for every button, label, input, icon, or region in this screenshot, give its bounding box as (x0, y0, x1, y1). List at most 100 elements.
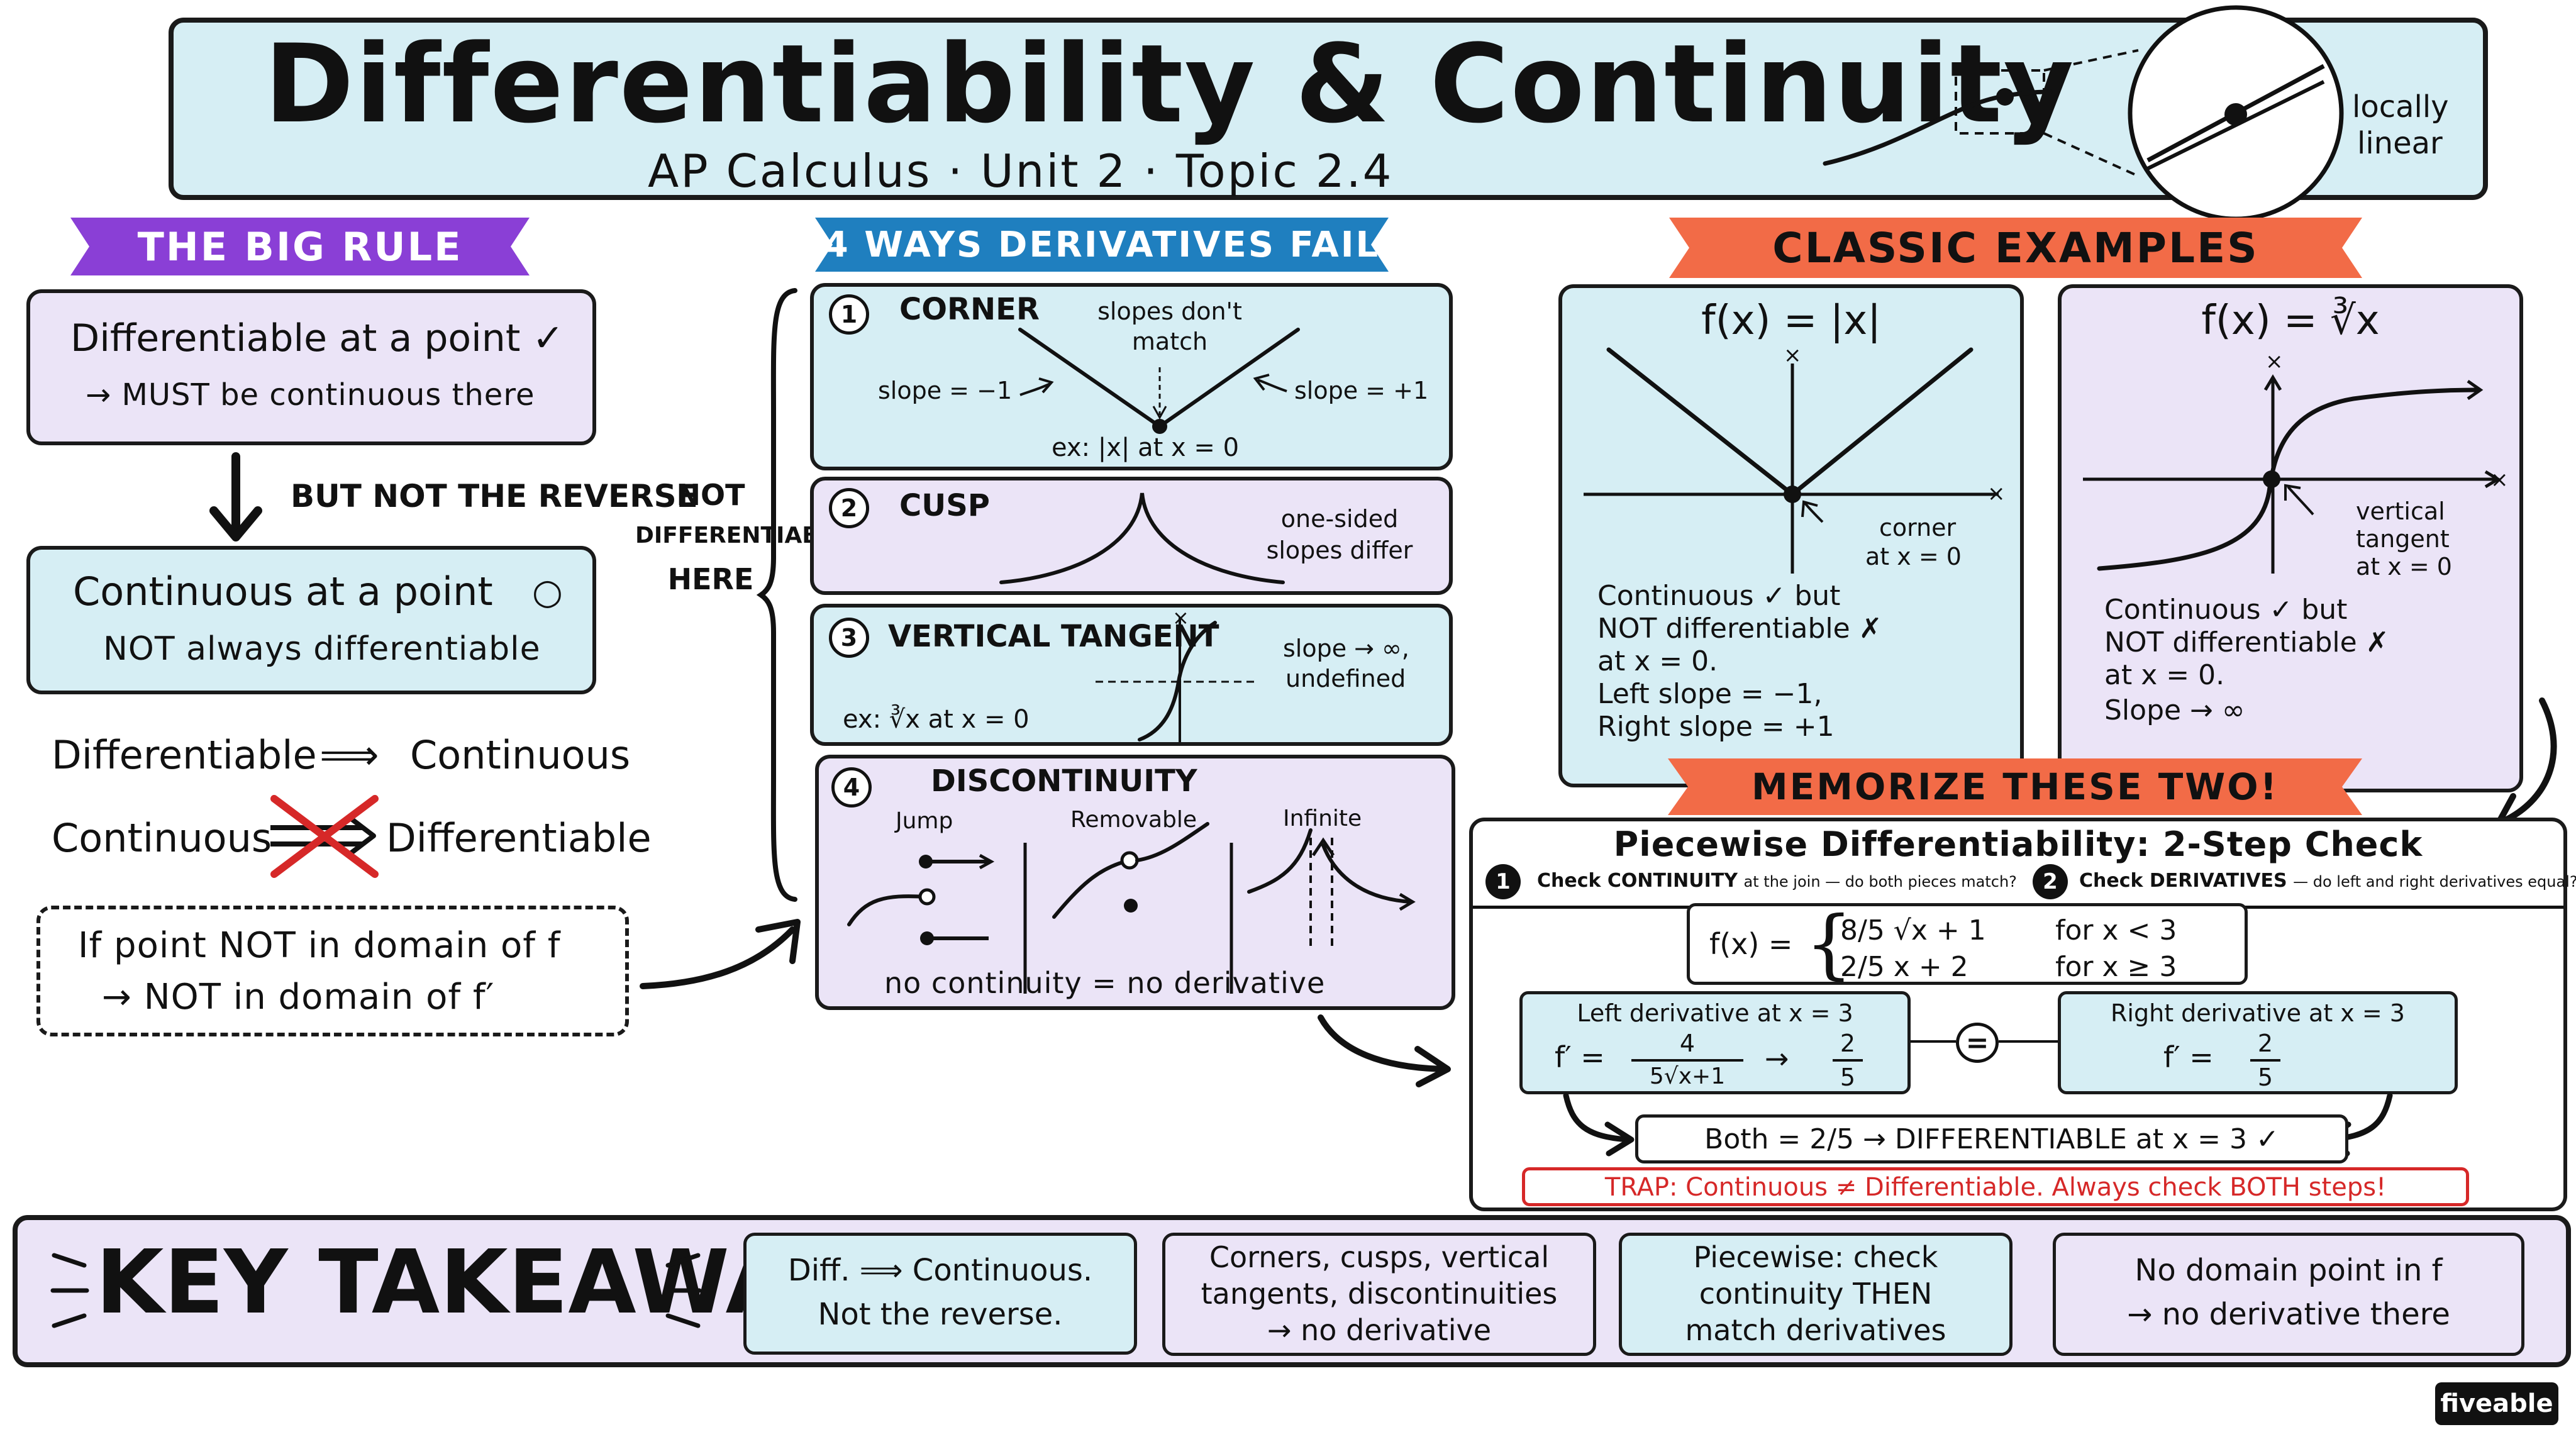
cusp-graph (999, 492, 1285, 584)
page-title: Differentiability & Continuity (264, 21, 2075, 147)
discontinuity-title: DISCONTINUITY (931, 763, 1197, 799)
abs-desc-line2: NOT differentiable ✗ (1597, 613, 1882, 645)
corner-title: CORNER (899, 292, 1040, 327)
not-diff-line3: HERE (667, 562, 754, 596)
abs-annotation-line2: at x = 0 (1865, 543, 1962, 570)
cusp-number: 2 (829, 488, 869, 528)
right-derivative-denominator: 5 (2257, 1063, 2273, 1091)
vertical-tangent-axis-label: × (1172, 606, 1189, 630)
discontinuity-footer: no continuity = no derivative (884, 966, 1326, 1000)
vertical-tangent-note-line2: undefined (1285, 665, 1406, 692)
step1-rest: at the join — do both pieces match? (1743, 873, 2017, 891)
abs-annotation-line1: corner (1879, 514, 1957, 541)
piecewise-brace: { (1805, 901, 1853, 988)
step2-number: 2 (2033, 864, 2068, 899)
curved-arrow-to-piecewise-top (2495, 697, 2557, 832)
corner-number: 1 (829, 294, 869, 335)
implication-left: Differentiable (52, 732, 317, 778)
corner-note-line1: slopes don't (1097, 297, 1242, 325)
trap-text: TRAP: Continuous ≠ Differentiable. Alway… (1604, 1173, 2387, 1202)
takeaway-card-4 (2053, 1233, 2524, 1356)
step2-text: Check DERIVATIVES — do left and right de… (2079, 872, 2576, 891)
differentiable-rule-line2: → MUST be continuous there (86, 377, 535, 413)
left-derivative-numerator: 4 (1679, 1030, 1696, 1057)
corner-note-line2: match (1131, 328, 1208, 355)
vertical-tangent-graph (1096, 618, 1259, 742)
vertical-tangent-number: 3 (829, 618, 869, 658)
piecewise-function-box (1687, 903, 2248, 985)
cusp-note-line2: slopes differ (1266, 536, 1413, 564)
continuous-rule-box (26, 546, 596, 694)
step1-bold: Check CONTINUITY (1537, 870, 1738, 892)
non-implication-right: Differentiable (386, 815, 652, 861)
domain-rule-line2: → NOT in domain of f′ (102, 977, 495, 1018)
right-fraction-bar (2250, 1059, 2280, 1062)
abs-function-label: f(x) = |x| (1701, 297, 1881, 344)
cbrt-y-axis-label: × (2265, 349, 2284, 374)
page-subtitle: AP Calculus · Unit 2 · Topic 2.4 (648, 145, 1394, 197)
header-panel (169, 18, 2488, 200)
takeaway-card-1 (743, 1233, 1137, 1355)
implication-arrow: ⟹ (319, 731, 379, 779)
takeaway-3-line2: continuity THEN (1699, 1277, 1933, 1311)
discontinuity-graphs (847, 822, 1416, 994)
continuous-rule-line2: NOT always differentiable (103, 630, 541, 668)
cbrt-desc-line3: at x = 0. (2104, 659, 2225, 691)
takeaway-3-line1: Piecewise: check (1693, 1240, 1938, 1274)
both-result-text: Both = 2/5 → DIFFERENTIABLE at x = 3 ✓ (1704, 1123, 2279, 1155)
cbrt-desc-line2: NOT differentiable ✗ (2104, 626, 2389, 658)
but-not-reverse: BUT NOT THE REVERSE (291, 478, 698, 514)
open-circle-symbol: ○ (532, 572, 563, 613)
piecewise-piece1: 8/5 √x + 1 (1840, 914, 1986, 947)
abs-desc-line5: Right slope = +1 (1597, 711, 1835, 743)
cbrt-graph (2083, 374, 2501, 574)
cbrt-x-axis-label: × (2490, 467, 2509, 492)
down-arrow (209, 452, 262, 541)
abs-desc-line4: Left slope = −1, (1597, 678, 1823, 710)
right-derivative-fprime: f′ = (2163, 1040, 2214, 1074)
corner-right-slope: slope = +1 (1294, 377, 1429, 404)
abs-desc-line3: at x = 0. (1597, 645, 1718, 677)
infinite-label: Infinite (1283, 806, 1362, 831)
curly-brace (756, 288, 797, 902)
equals-circle: = (1956, 1023, 1999, 1063)
curved-arrow-to-discontinuity (640, 919, 801, 989)
left-derivative-arrow: → (1765, 1041, 1789, 1075)
takeaway-2-line1: Corners, cusps, vertical (1209, 1240, 1550, 1274)
left-fraction-bar (1631, 1059, 1743, 1062)
left-result-denominator: 5 (1840, 1063, 1856, 1091)
left-derivative-denominator: 5√x+1 (1649, 1063, 1726, 1089)
domain-rule-box (36, 906, 629, 1036)
cusp-note-line1: one-sided (1280, 505, 1399, 533)
step1-text: Check CONTINUITY at the join — do both p… (1537, 872, 2017, 891)
ways-banner-shape (815, 218, 1389, 272)
cbrt-desc-line1: Continuous ✓ but (2104, 594, 2348, 626)
domain-rule-line1: If point NOT in domain of f (78, 925, 561, 966)
right-derivative-title: Right derivative at x = 3 (2111, 999, 2405, 1027)
memorize-banner-shape (1668, 758, 2362, 815)
abs-x-axis-label: × (1987, 481, 2006, 506)
fiveable-logo[interactable]: fiveable (2435, 1382, 2558, 1425)
takeaways-sparkle-left (50, 1253, 89, 1328)
implication-right: Continuous (410, 732, 631, 778)
zoom-label-linear: linear (2357, 126, 2443, 161)
trap-box (1522, 1167, 2469, 1206)
vertical-tangent-title: VERTICAL TANGENT (888, 619, 1219, 654)
differentiable-rule-line1: Differentiable at a point ✓ (70, 316, 564, 360)
cusp-title: CUSP (899, 488, 990, 523)
big-rule-banner: THE BIG RULE (137, 223, 463, 270)
piecewise-title: Piecewise Differentiability: 2-Step Chec… (1613, 824, 2423, 864)
step1-number: 1 (1485, 864, 1521, 899)
both-result-box (1635, 1114, 2348, 1163)
piecewise-fx: f(x) = (1709, 927, 1793, 961)
corner-graph (1018, 328, 1300, 434)
abs-graph (1584, 347, 1999, 574)
cbrt-annotation-line3: at x = 0 (2356, 553, 2452, 580)
takeaway-4-line1: No domain point in f (2135, 1253, 2443, 1288)
takeaway-2-line2: tangents, discontinuities (1201, 1277, 1558, 1311)
takeaway-card-2 (1162, 1233, 1596, 1356)
piecewise-piece2: 2/5 x + 2 (1840, 951, 1968, 983)
takeaway-1-line1: Diff. ⟹ Continuous. (787, 1253, 1093, 1288)
piecewise-cond1: for x < 3 (2055, 914, 2177, 947)
cbrt-desc-line4: Slope → ∞ (2104, 694, 2245, 726)
